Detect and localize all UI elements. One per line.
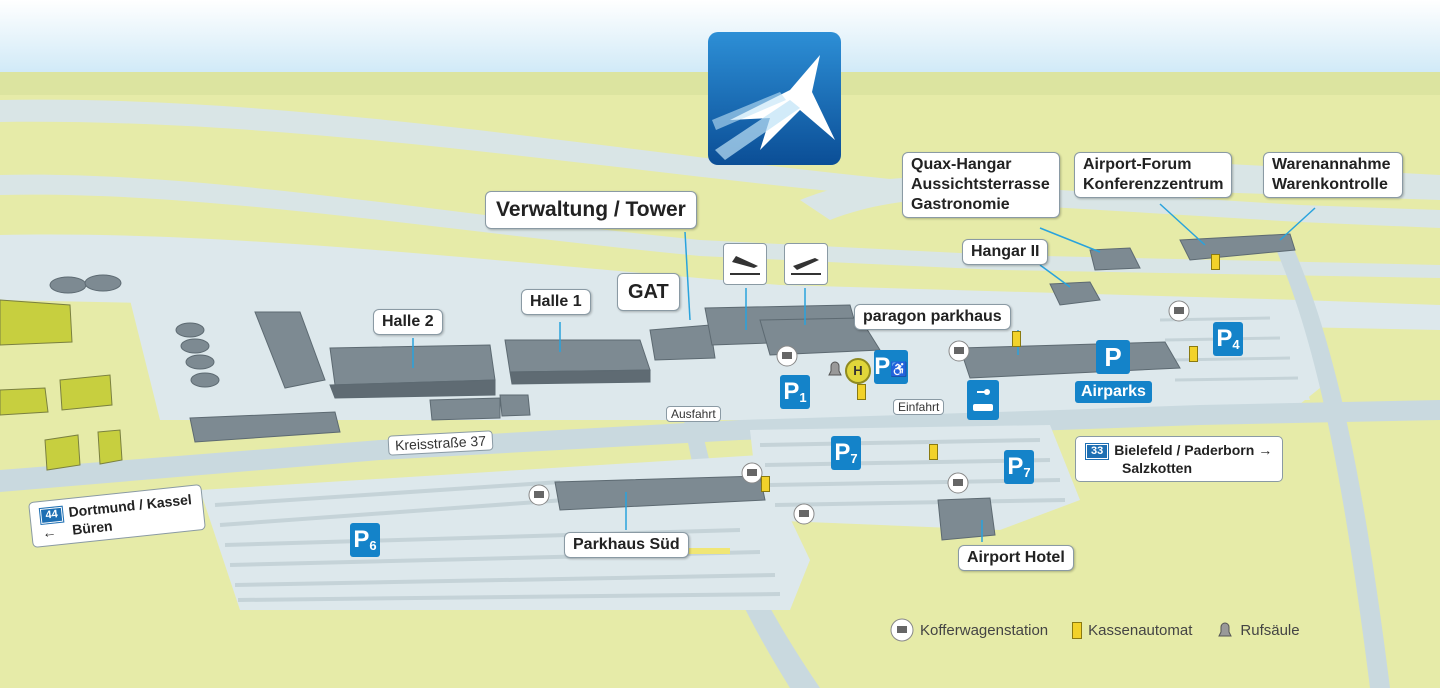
luggage-cart-icon <box>741 462 763 489</box>
airparks-sign: P <box>1096 340 1130 374</box>
luggage-cart-icon <box>528 484 550 511</box>
label-paragon-parkhaus: paragon parkhaus <box>854 304 1011 330</box>
parking-p4: P4 <box>1213 322 1243 356</box>
luggage-cart-icon <box>1168 300 1190 327</box>
label-hangar-ii: Hangar II <box>962 239 1049 265</box>
label-airparks: Airparks <box>1075 381 1152 403</box>
label-einfahrt: Einfahrt <box>893 399 945 415</box>
emergency-call-icon <box>1218 622 1233 637</box>
legend-emergency-call: Rufsäule <box>1216 621 1300 639</box>
label-parkhaus-sued: Parkhaus Süd <box>564 532 689 558</box>
pay-station-icon <box>857 384 866 400</box>
luggage-cart-icon <box>947 472 969 499</box>
label-airport-hotel: Airport Hotel <box>958 545 1074 571</box>
label-ausfahrt: Ausfahrt <box>666 406 721 422</box>
pay-station-icon <box>1189 346 1198 362</box>
luggage-cart-icon <box>890 618 914 642</box>
parking-p1: P1 <box>780 375 810 409</box>
parking-disabled: P♿ <box>874 350 908 384</box>
label-halle-2: Halle 2 <box>373 309 443 335</box>
arrivals-icon <box>723 243 767 285</box>
emergency-call-icon <box>826 360 844 383</box>
legend-pay-station: Kassenautomat <box>1072 621 1192 639</box>
label-halle-1: Halle 1 <box>521 289 591 315</box>
label-gat: GAT <box>617 273 680 311</box>
parking-p6: P6 <box>350 523 380 557</box>
label-quax-hangar: Quax-Hangar Aussichtsterrasse Gastronomi… <box>902 152 1060 218</box>
car-rental-icon <box>967 380 999 420</box>
departures-icon <box>784 243 828 285</box>
pay-station-icon <box>1211 254 1220 270</box>
legend-luggage: Kofferwagenstation <box>890 618 1048 642</box>
bus-stop-icon: H <box>845 358 871 384</box>
pay-station-icon <box>929 444 938 460</box>
luggage-cart-icon <box>948 340 970 367</box>
parking-p7-west: P7 <box>831 436 861 470</box>
pay-station-icon <box>1012 331 1021 347</box>
luggage-cart-icon <box>776 345 798 372</box>
label-verwaltung-tower: Verwaltung / Tower <box>485 191 697 229</box>
pay-station-icon <box>1072 621 1083 639</box>
label-airport-forum: Airport-Forum Konferenzzentrum <box>1074 152 1232 198</box>
map-legend: Kofferwagenstation Kassenautomat Rufsäul… <box>890 618 1300 642</box>
luggage-cart-icon <box>793 503 815 530</box>
pay-station-icon <box>761 476 770 492</box>
label-warenannahme: Warenannahme Warenkontrolle <box>1263 152 1403 198</box>
parking-p7-east: P7 <box>1004 450 1034 484</box>
